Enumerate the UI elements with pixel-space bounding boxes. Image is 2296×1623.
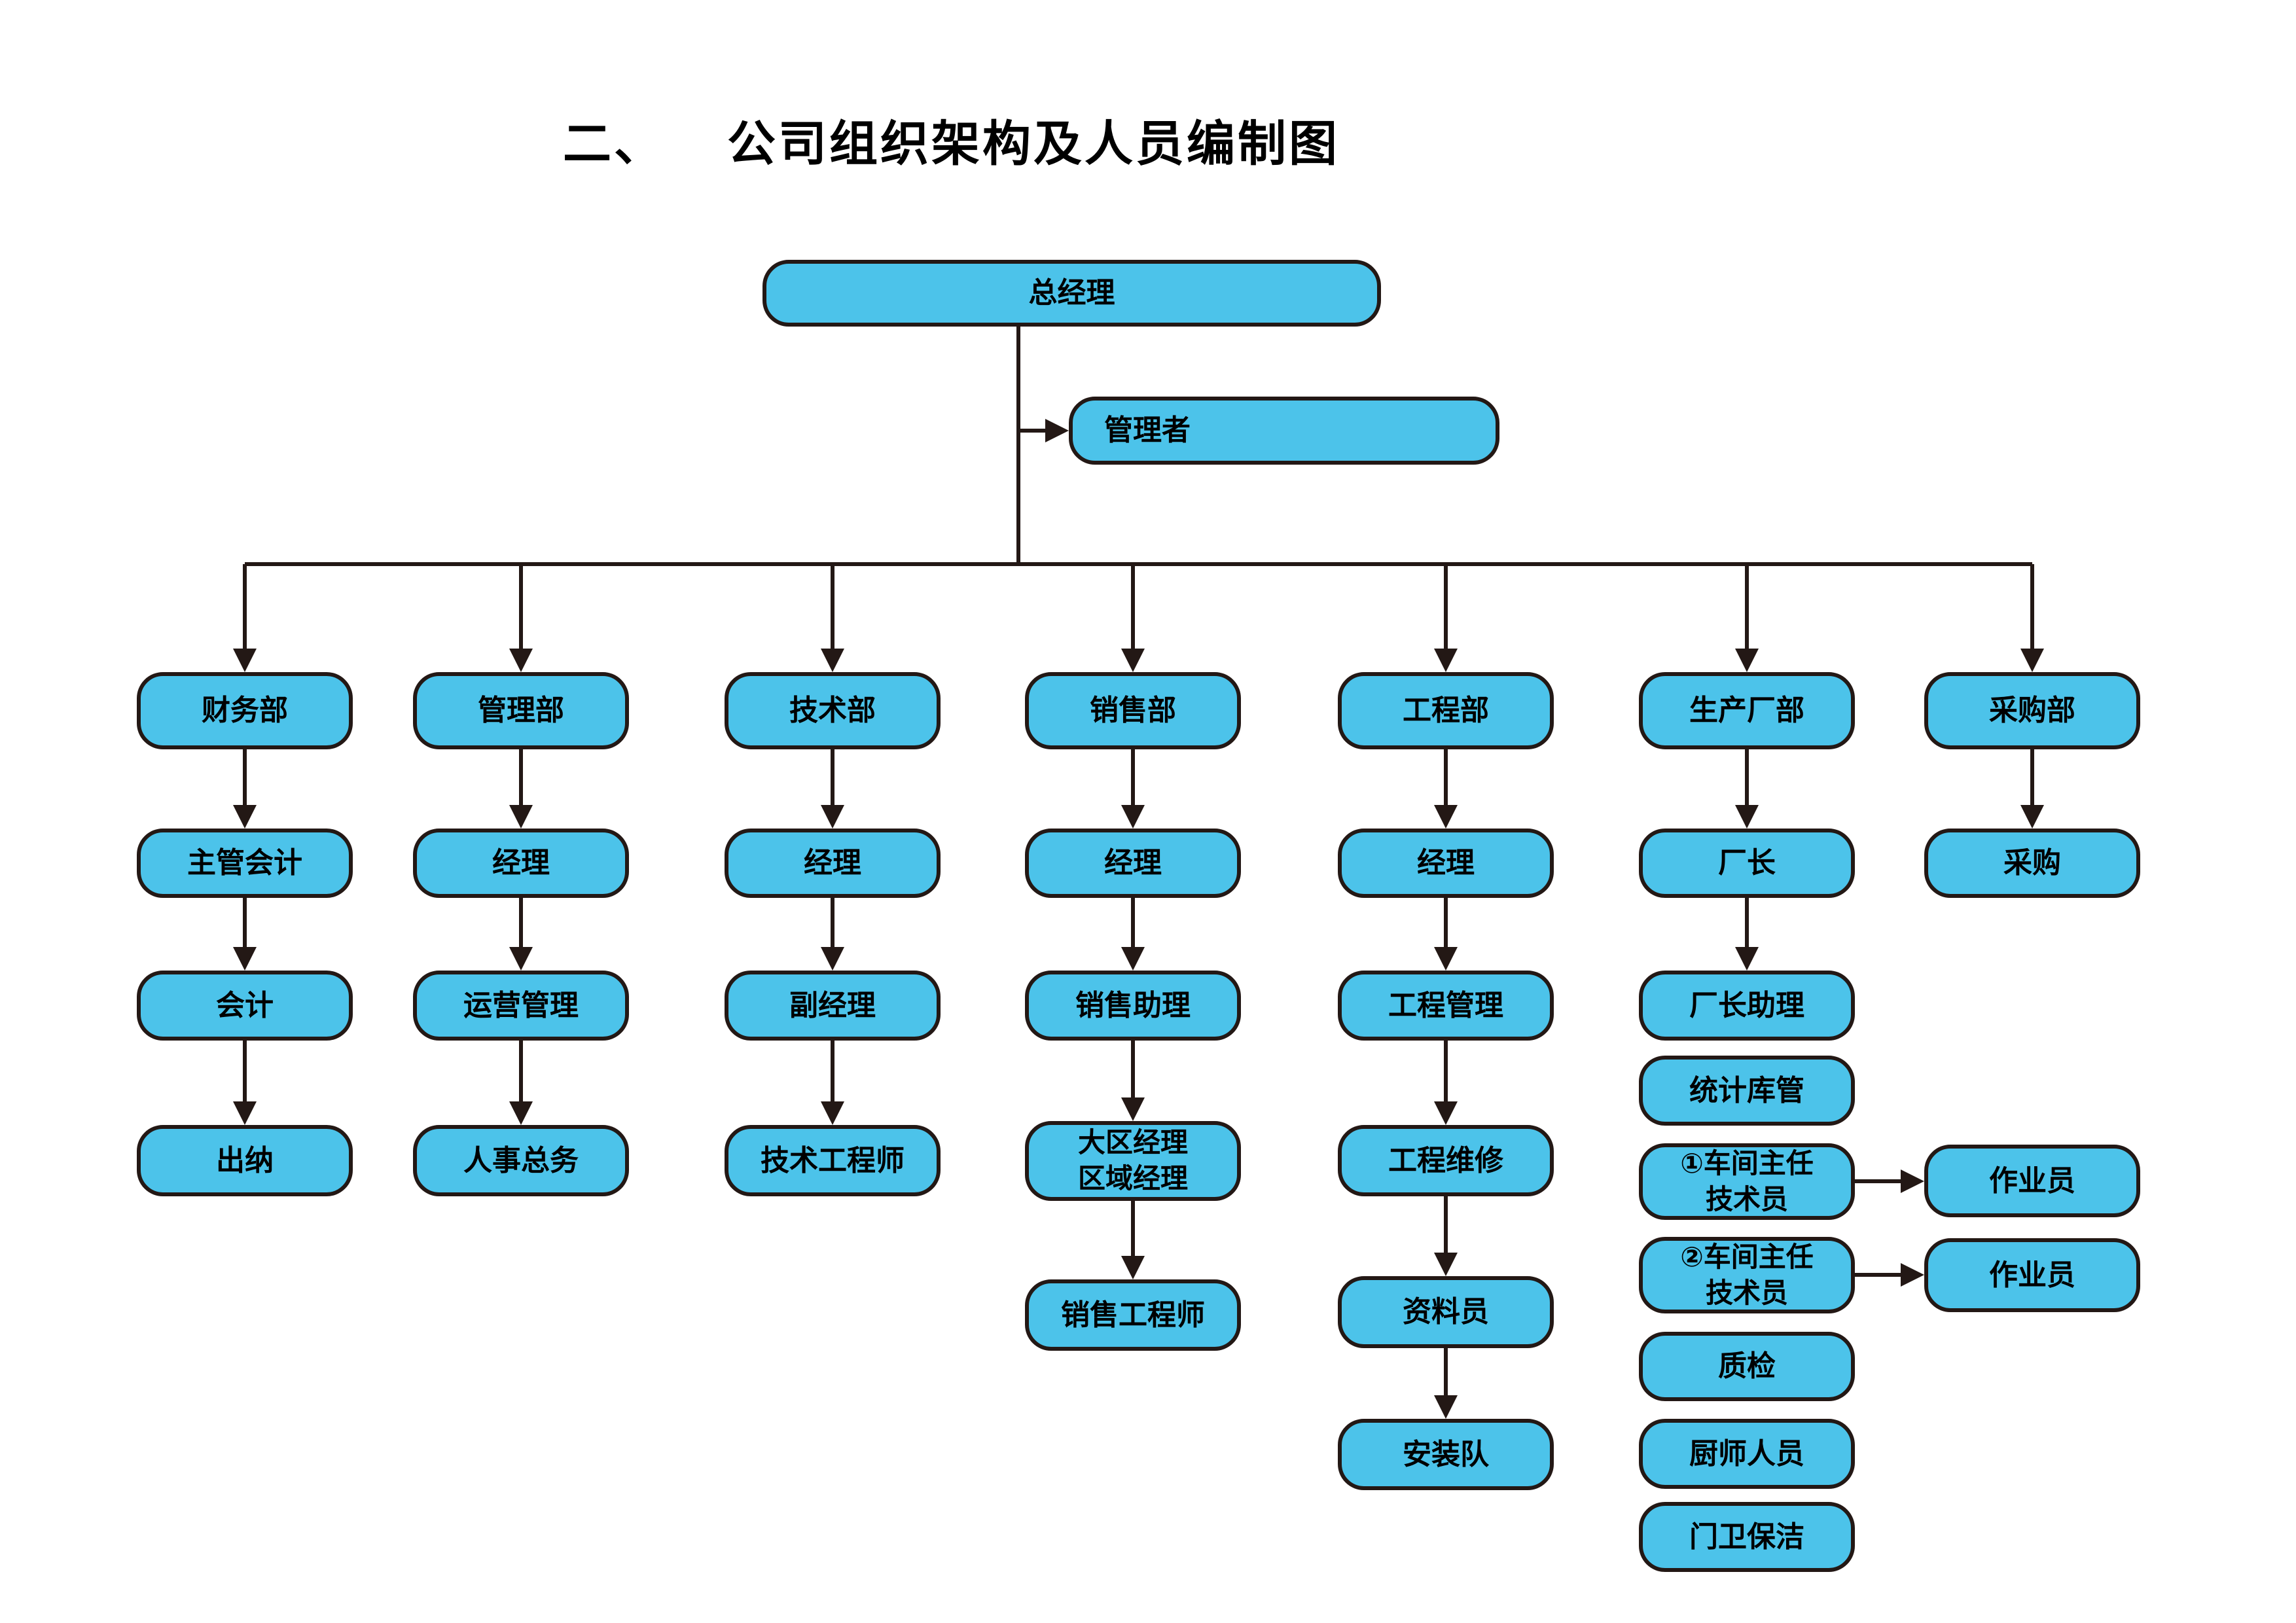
sales-engineer: 销售工程师 [1025,1279,1241,1351]
worker-arrows [1855,1169,1924,1287]
eng-manager: 经理 [1338,829,1554,898]
eng-management: 工程管理 [1338,971,1554,1041]
tech-engineer: 技术工程师 [725,1125,941,1196]
sales-manager: 经理 [1025,829,1241,898]
prod-workshop-director-1: ①车间主任 技术员 [1639,1143,1855,1220]
dept-production: 生产厂部 [1639,672,1855,749]
prod-director-assistant: 厂长助理 [1639,971,1855,1041]
prod-factory-director: 厂长 [1639,829,1855,898]
prod-guard-cleaning: 门卫保洁 [1639,1502,1855,1572]
finance-chief-accountant: 主管会计 [137,829,353,898]
eng-installation-team: 安装队 [1338,1419,1554,1490]
dept-drop-arrows [233,564,2044,672]
finance-accountant: 会计 [137,971,353,1041]
manager-branch-arrow [1018,419,1069,442]
prod-kitchen-staff: 厨师人员 [1639,1419,1855,1489]
dept-admin: 管理部 [413,672,629,749]
dept-technology: 技术部 [725,672,941,749]
node-general-manager: 总经理 [762,260,1381,327]
page-title: 二、 公司组织架构及人员编制图 [563,105,1340,175]
dept-sales: 销售部 [1025,672,1241,749]
purchasing-buyer: 采购 [1924,829,2140,898]
admin-manager: 经理 [413,829,629,898]
worker-1: 作业员 [1924,1145,2140,1217]
eng-maintenance: 工程维修 [1338,1125,1554,1196]
dept-engineering: 工程部 [1338,672,1554,749]
admin-operations: 运营管理 [413,971,629,1041]
prod-workshop-director-2: ②车间主任 技术员 [1639,1237,1855,1313]
sales-assistant: 销售助理 [1025,971,1241,1041]
tech-deputy-manager: 副经理 [725,971,941,1041]
dept-purchasing: 采购部 [1924,672,2140,749]
title-text: 公司组织架构及人员编制图 [727,116,1340,171]
title-number: 二、 [563,116,665,171]
admin-hr-general-affairs: 人事总务 [413,1125,629,1196]
dept-finance: 财务部 [137,672,353,749]
finance-cashier: 出纳 [137,1125,353,1196]
worker-2: 作业员 [1924,1238,2140,1312]
prod-quality-inspection: 质检 [1639,1332,1855,1401]
eng-document-clerk: 资料员 [1338,1276,1554,1348]
tech-manager: 经理 [725,829,941,898]
sales-regional-manager: 大区经理 区域经理 [1025,1121,1241,1201]
prod-stats-warehouse: 统计库管 [1639,1056,1855,1126]
node-manager: 管理者 [1069,397,1499,465]
